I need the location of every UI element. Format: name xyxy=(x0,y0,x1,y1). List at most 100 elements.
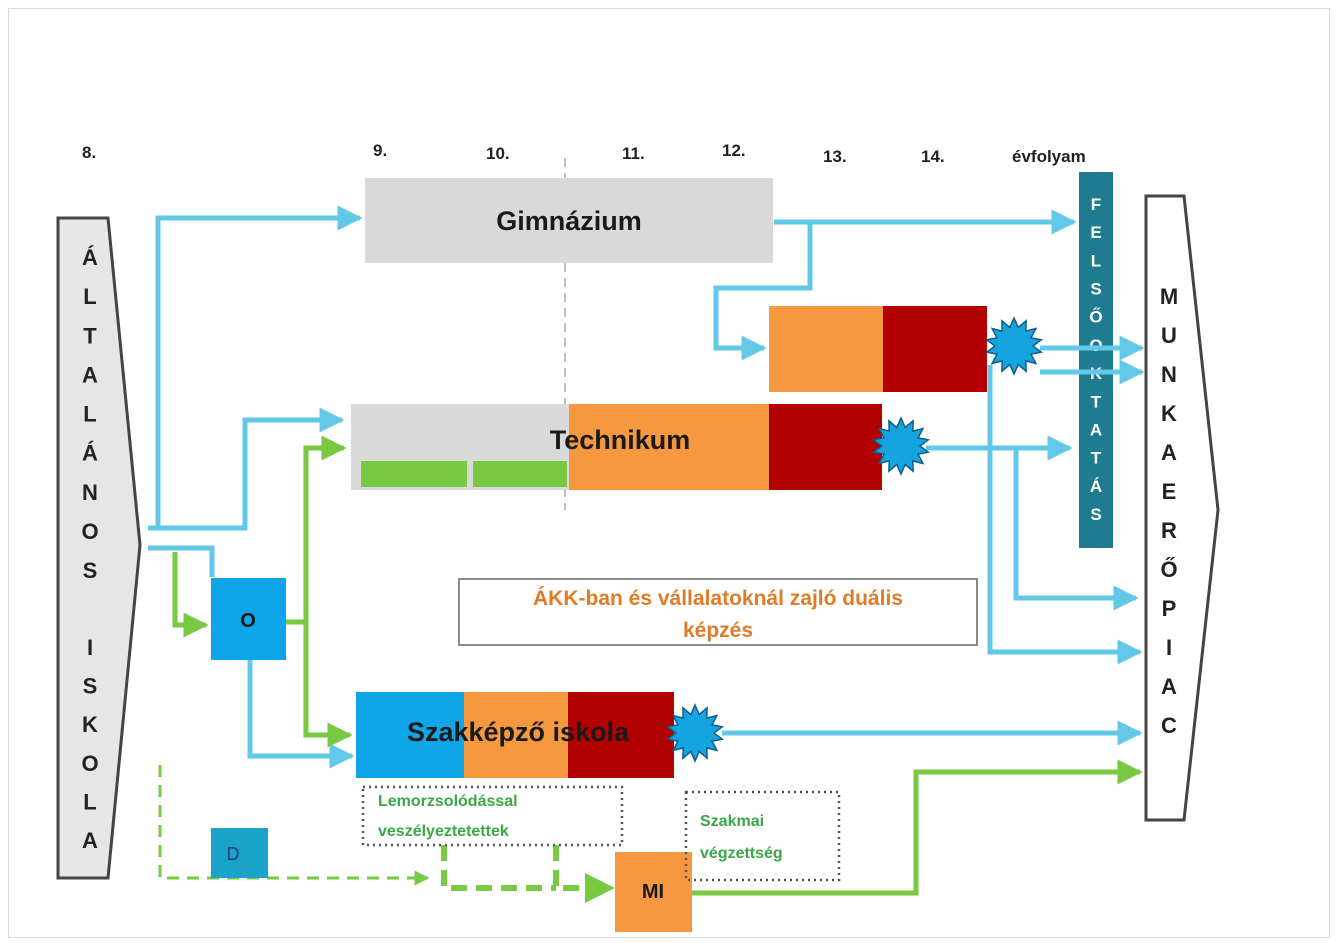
munkaeropiac-letter: M xyxy=(1160,284,1178,309)
dashed-arrow-d-to-mi xyxy=(158,765,430,886)
star-icon xyxy=(871,416,931,476)
altalanos-letter: Á xyxy=(82,441,98,466)
altalanos-letter: T xyxy=(83,323,97,348)
felsooktatas-letter: S xyxy=(1090,505,1101,524)
altalanos-letter: O xyxy=(81,519,98,544)
felsooktatas-letter: E xyxy=(1090,223,1101,242)
munkaeropiac-letter: P xyxy=(1162,596,1177,621)
o-box xyxy=(211,578,286,660)
d-label: D xyxy=(227,844,240,864)
grade-11: 11. xyxy=(622,144,645,163)
gimnazium-label: Gimnázium xyxy=(496,206,642,236)
arrow-technikum-down xyxy=(1013,448,1139,611)
green-arrow-to-o xyxy=(172,552,209,638)
grade-13: 13. xyxy=(823,147,847,166)
grade13-orange-box xyxy=(769,306,883,392)
altalanos-iskola-shape xyxy=(56,216,142,880)
szakkepzo-red-box xyxy=(568,692,674,778)
star-icon xyxy=(665,703,725,763)
altalanos-letter: A xyxy=(82,362,98,387)
felsooktatas-letter: Á xyxy=(1090,477,1102,496)
munkaeropiac-letter: C xyxy=(1161,713,1177,738)
felsooktatas-letter: S xyxy=(1090,280,1101,299)
munkaeropiac-letter: U xyxy=(1161,323,1177,348)
munkaeropiac-letter: N xyxy=(1161,362,1177,387)
felsooktatas-letter: T xyxy=(1091,392,1102,411)
technikum-green-bar-1 xyxy=(361,461,467,487)
o-label: O xyxy=(240,610,256,632)
d-box xyxy=(211,828,268,878)
felsooktatas-letter: Ő xyxy=(1089,308,1102,327)
iskola-letter: I xyxy=(87,635,93,660)
technikum-label: Technikum xyxy=(550,425,691,455)
green-dashed-arrows xyxy=(158,765,615,903)
munkaeropiac-letter: A xyxy=(1161,440,1177,465)
altalanos-letter: S xyxy=(83,558,98,583)
green-flow-arrows xyxy=(172,435,1143,896)
qualification-note-line1: Szakmai xyxy=(700,813,764,830)
dual-training-note-box xyxy=(458,578,978,646)
arrow-to-technikum xyxy=(148,407,345,531)
iskola-letter: L xyxy=(83,789,96,814)
altalanos-letter: N xyxy=(82,480,98,505)
iskola-letter: S xyxy=(83,674,98,699)
felsooktatas-letter: F xyxy=(1091,195,1101,214)
altalanos-letter: Á xyxy=(82,245,98,270)
munkaeropiac-letter: K xyxy=(1161,401,1177,426)
arrow-13-14-down xyxy=(987,365,1143,665)
altalanos-letter: L xyxy=(83,402,96,427)
grade-12: 12. xyxy=(722,141,746,160)
dashed-arrow-dropout-2 xyxy=(553,845,615,903)
dropout-note-line1: Lemorzsolódással xyxy=(378,793,518,810)
szakkepzo-label: Szakképző iskola xyxy=(407,717,630,747)
blue-flow-arrows xyxy=(148,205,1145,769)
munkaeropiac-letter: E xyxy=(1162,479,1177,504)
grade-14: 14. xyxy=(921,147,945,166)
diagram-frame xyxy=(8,8,1330,938)
dual-training-note-line2: képzés xyxy=(683,619,753,642)
munkaeropiac-letter: R xyxy=(1161,518,1177,543)
munkaeropiac-letter: Ő xyxy=(1160,557,1177,582)
felsooktatas-letter: O xyxy=(1089,336,1102,355)
grade-8: 8. xyxy=(82,143,96,162)
dual-training-note-line1: ÁKK-ban és vállalatoknál zajló duális xyxy=(533,587,903,610)
arrow-to-o-blue xyxy=(148,545,215,577)
dashed-arrow-dropout-1 xyxy=(441,845,556,891)
iskola-letter: K xyxy=(82,712,98,737)
felsooktatas-letter: T xyxy=(1091,449,1102,468)
qualification-note-box xyxy=(684,790,841,882)
altalanos-letter: L xyxy=(83,284,96,309)
grade-evfolyam: évfolyam xyxy=(1012,147,1086,166)
arrow-o-to-szakkepzo xyxy=(247,660,355,769)
mi-box xyxy=(615,852,692,932)
iskola-letter: O xyxy=(81,751,98,776)
felsooktatas-bar xyxy=(1079,172,1113,548)
felsooktatas-letter: L xyxy=(1091,251,1101,270)
green-arrow-mi-to-munkaeropiac xyxy=(692,759,1143,896)
qualification-note-line2: végzettség xyxy=(700,845,783,862)
technikum-red-box xyxy=(769,404,882,490)
arrow-gimnazium-to-13-14 xyxy=(713,222,813,361)
arrow-to-gimnazium xyxy=(148,205,363,531)
szakkepzo-orange-box xyxy=(464,692,568,778)
gimnazium-box xyxy=(365,178,773,263)
green-arrow-o-to-technikum xyxy=(286,435,347,625)
technikum-orange-box xyxy=(569,404,769,490)
mi-label: MI xyxy=(642,881,664,903)
munkaeropiac-letter: I xyxy=(1166,635,1172,660)
star-icon xyxy=(984,316,1044,376)
dropout-note-line2: veszélyeztetettek xyxy=(378,823,509,840)
dropout-note-box xyxy=(361,785,624,847)
grade-10: 10. xyxy=(486,144,510,163)
munkaeropiac-shape xyxy=(1144,194,1220,822)
grade-9: 9. xyxy=(373,141,387,160)
iskola-letter: A xyxy=(82,828,98,853)
grade14-red-box xyxy=(883,306,987,392)
munkaeropiac-letter: A xyxy=(1161,674,1177,699)
felsooktatas-letter: A xyxy=(1090,420,1102,439)
technikum-green-bar-2 xyxy=(473,461,567,487)
green-arrow-o-to-szakkepzo xyxy=(303,622,353,748)
